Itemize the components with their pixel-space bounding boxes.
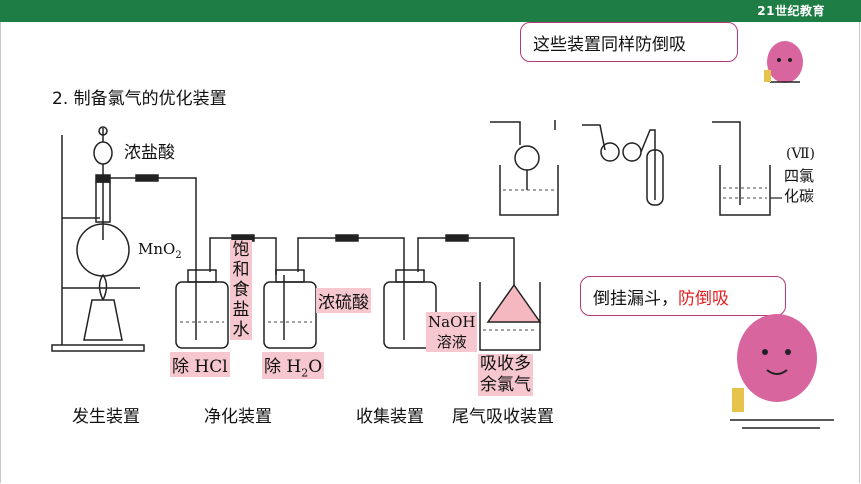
label-concentrated-hcl: 浓盐酸 xyxy=(124,143,175,163)
top-banner: 21世纪教育 xyxy=(0,0,861,22)
page-title: 2. 制备氯气的优化装置 xyxy=(52,89,227,109)
tail-beaker xyxy=(479,282,541,351)
stand-base xyxy=(51,344,145,352)
device-beaker-3 xyxy=(719,165,771,216)
delivery-tube-4 xyxy=(417,237,515,285)
delivery-tube-3 xyxy=(297,237,405,275)
callout-top: 这些装置同样防倒吸 xyxy=(520,22,738,62)
section-generation: 发生装置 xyxy=(72,407,140,427)
wash-bottle-2 xyxy=(263,281,317,349)
label-saturated-brine: 饱 和 食 盐 水 xyxy=(230,240,252,340)
wash-bottle-1 xyxy=(175,281,229,349)
section-tail-gas: 尾气吸收装置 xyxy=(452,407,554,427)
callout-top-text: 这些装置同样防倒吸 xyxy=(533,34,686,55)
callout-middle-text: 倒挂漏斗， xyxy=(593,288,678,309)
mascot-top xyxy=(764,41,803,83)
label-naoh: NaOH 溶液 xyxy=(426,312,478,352)
label-mno2: MnO2 xyxy=(138,240,182,261)
site-logo: 21世纪教育 xyxy=(757,4,825,18)
label-vii: (Ⅶ) xyxy=(786,146,815,162)
label-concentrated-h2so4: 浓硫酸 xyxy=(316,288,371,313)
dropping-funnel xyxy=(93,141,113,165)
label-remove-h2o: 除 H2O xyxy=(262,352,325,380)
mascot-bottom xyxy=(730,314,834,429)
section-purification: 净化装置 xyxy=(204,407,272,427)
device-bulb-2 xyxy=(622,142,642,162)
callout-middle: 倒挂漏斗，防倒吸 xyxy=(580,276,786,316)
label-remove-hcl: 除 HCl xyxy=(170,352,230,377)
label-absorb-excess: 吸收多 余氯气 xyxy=(478,354,533,396)
device-tube xyxy=(646,149,664,206)
device-beaker-1 xyxy=(499,165,559,216)
inverted-funnel xyxy=(486,283,542,323)
label-ccl4: 四氯 化碳 xyxy=(784,167,815,205)
callout-middle-highlight: 防倒吸 xyxy=(678,288,729,309)
slide-frame xyxy=(0,22,860,483)
section-collection: 收集装置 xyxy=(356,407,424,427)
device-bulb-1 xyxy=(600,142,620,162)
alcohol-lamp xyxy=(83,299,123,341)
